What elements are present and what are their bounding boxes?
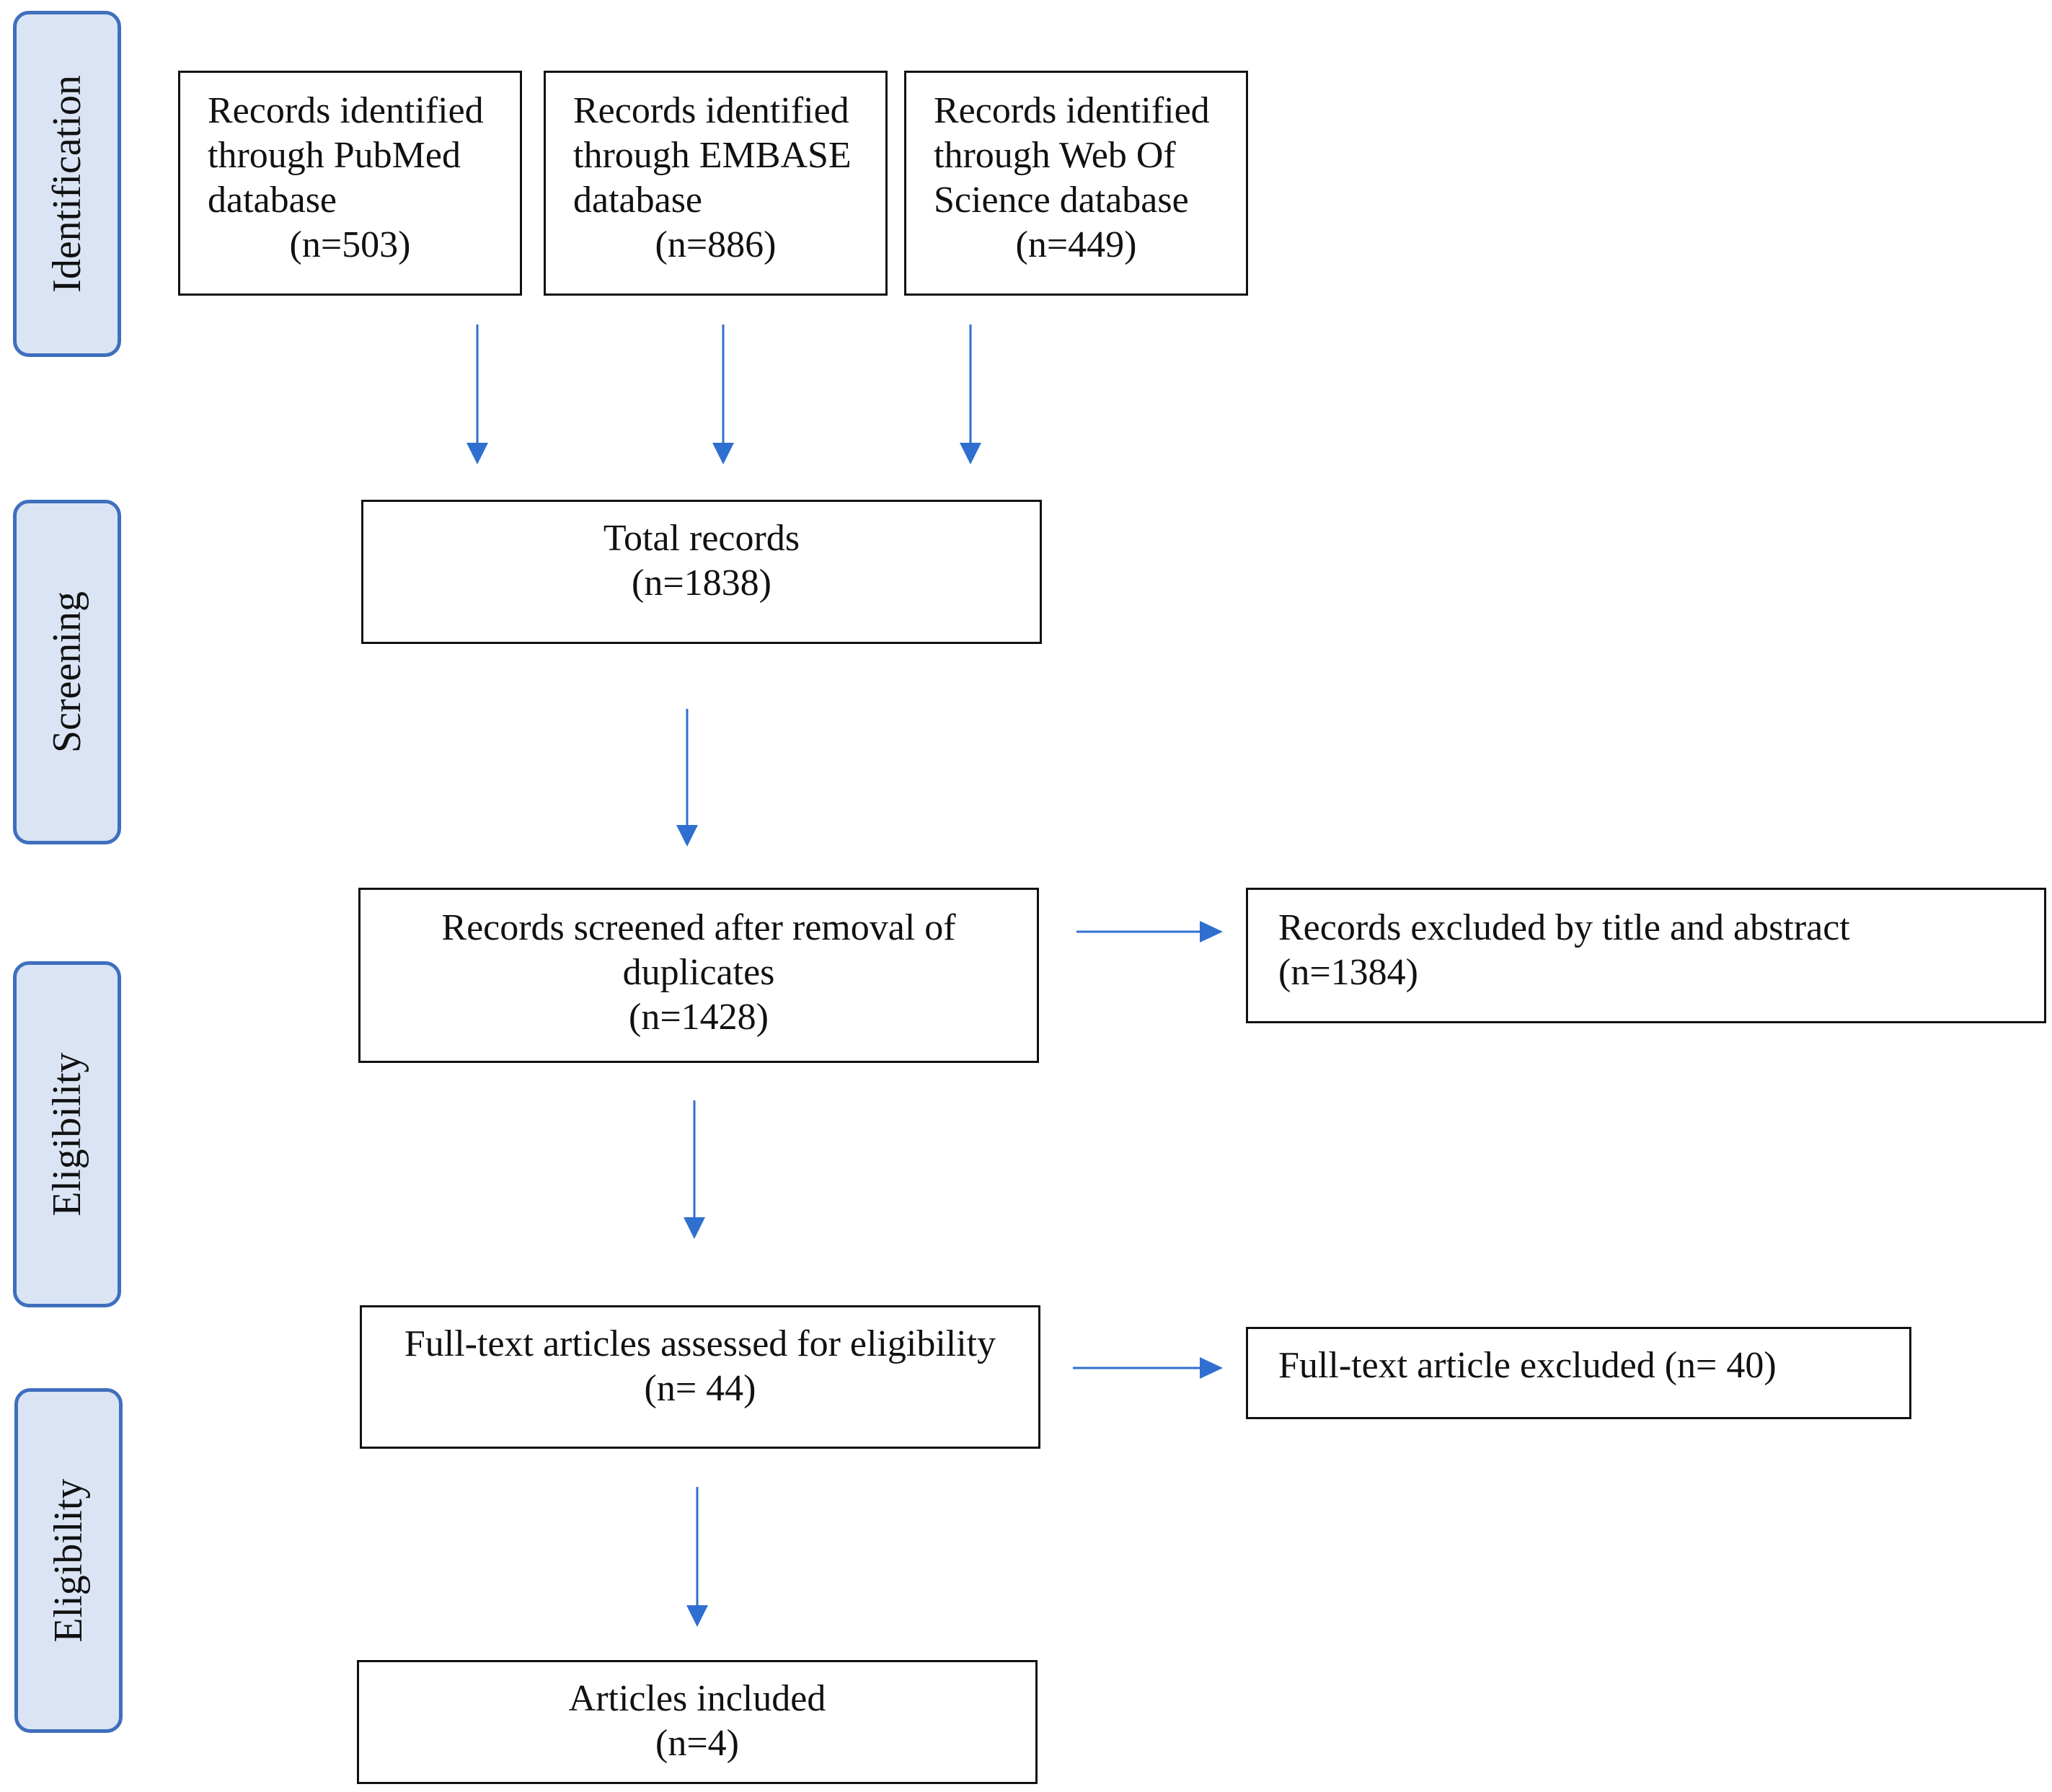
fulltext-excluded-label: Full-text article excluded (n= 40) — [1278, 1345, 1777, 1386]
total-records-count: (n=1838) — [632, 562, 771, 604]
embase-line2: through EMBASE — [573, 135, 852, 176]
screened-line1: Records screened after removal of — [441, 907, 956, 948]
included-label: Articles included — [568, 1678, 826, 1719]
fulltext-excluded-box: Full-text article excluded (n= 40) — [1246, 1327, 1911, 1419]
fulltext-box: Full-text articles assessed for eligibil… — [360, 1305, 1040, 1449]
excluded-title-box: Records excluded by title and abstract (… — [1246, 888, 2046, 1023]
wos-line2a: through — [934, 135, 1051, 176]
arrowhead-fulltext-excluded — [1200, 1357, 1223, 1379]
wos-count: (n=449) — [1015, 224, 1137, 265]
embase-line1: Records identified — [573, 90, 849, 131]
arrowhead-total — [676, 825, 698, 847]
total-records-label: Total records — [603, 518, 800, 559]
arrowhead-fulltext — [686, 1605, 708, 1627]
pubmed-line2b: PubMed — [333, 135, 461, 176]
arrowhead-embase — [712, 443, 734, 464]
embase-box: Records identified through EMBASE databa… — [544, 71, 888, 296]
excluded-title-label: Records excluded by title and abstract — [1278, 907, 1850, 948]
arrowhead-screened — [684, 1217, 705, 1239]
wos-line2c: Of — [1136, 135, 1176, 176]
wos-box: Records identified through Web Of Scienc… — [904, 71, 1248, 296]
phase-identification: Identification — [13, 11, 121, 357]
wos-line2b: Web — [1058, 135, 1127, 176]
included-box: Articles included (n=4) — [357, 1660, 1038, 1784]
wos-line1: Records identified — [934, 90, 1210, 131]
fulltext-count: (n= 44) — [644, 1368, 756, 1409]
arrowhead-pubmed — [466, 443, 488, 464]
embase-count: (n=886) — [655, 224, 777, 265]
excluded-title-count: (n=1384) — [1278, 952, 1418, 993]
pubmed-line3: database — [208, 180, 337, 221]
pubmed-count: (n=503) — [289, 224, 411, 265]
pubmed-line2a: through — [208, 135, 324, 176]
wos-line3: Science database — [934, 180, 1189, 221]
screened-count: (n=1428) — [629, 997, 769, 1038]
screened-box: Records screened after removal of duplic… — [358, 888, 1039, 1063]
wos-line2: through Web Of — [934, 133, 1219, 178]
screened-line2: duplicates — [622, 952, 775, 993]
included-count: (n=4) — [655, 1723, 739, 1764]
arrowhead-wos — [960, 443, 981, 464]
phase-eligibility-1: Eligibility — [13, 961, 121, 1307]
pubmed-line1: Records identified — [208, 90, 484, 131]
phase-screening: Screening — [13, 500, 121, 844]
pubmed-box: Records identified through PubMed databa… — [178, 71, 522, 296]
pubmed-line2: through PubMed — [208, 133, 492, 178]
phase-eligibility-2: Eligibility — [14, 1388, 123, 1733]
arrowhead-excluded-title — [1200, 921, 1223, 943]
total-records-box: Total records (n=1838) — [361, 500, 1042, 644]
embase-line3: database — [573, 180, 703, 221]
fulltext-label: Full-text articles assessed for eligibil… — [404, 1323, 996, 1364]
